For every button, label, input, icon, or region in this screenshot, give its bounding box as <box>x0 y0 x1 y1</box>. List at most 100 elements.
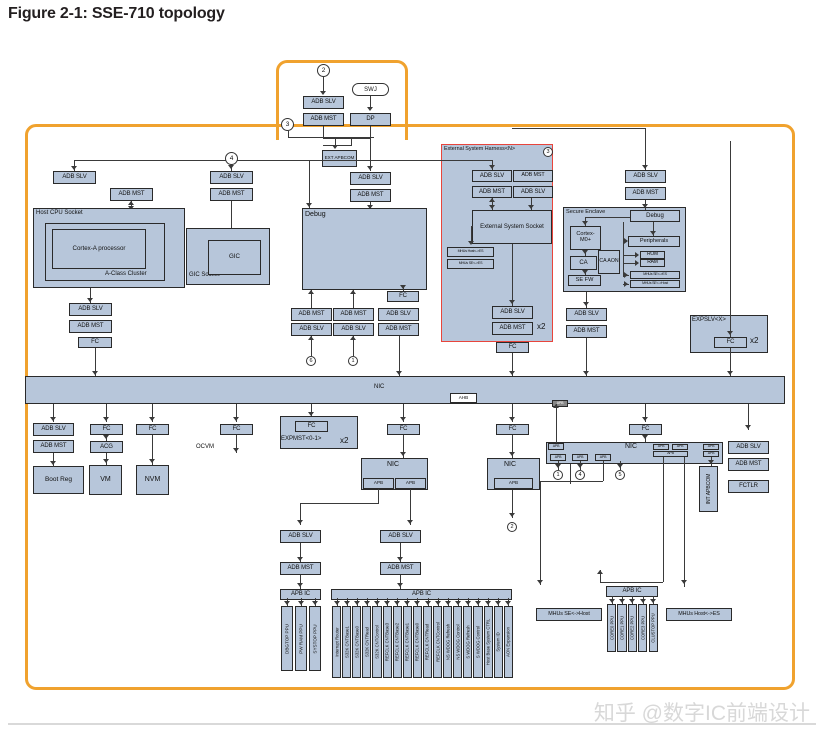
es-adb-slv-out: ADB SLV <box>492 306 533 319</box>
debug-block-label: Debug <box>305 211 326 218</box>
ppu-left-box-0: DBGTOP PPU <box>281 606 293 671</box>
es-adb-mst-2: ADB MST <box>472 186 512 198</box>
mhu-se-es-harness: MHUs SE<->ES <box>447 259 494 269</box>
main-nic-label: NIC <box>374 384 385 390</box>
right-nic-apb-p8: APB <box>703 451 719 457</box>
ext-apbcom-block: EXT APBCOM <box>322 150 357 167</box>
se-adb-mst-out: ADB MST <box>566 325 607 338</box>
fc-host-down: FC <box>78 337 112 348</box>
right-nic-label: NIC <box>625 443 638 450</box>
periph-box-15: Host Base System CTRL <box>483 606 493 678</box>
gic-block: GIC <box>208 240 261 275</box>
se-ca-aon: CA AON <box>598 250 620 274</box>
mid-nic-apb-2: APB <box>395 478 426 489</box>
periph-box-label: S32K CNTBase0 <box>354 626 360 658</box>
connector-circle-5-right: 5 <box>615 470 625 480</box>
se-debug: Debug <box>630 210 680 222</box>
periph-box-5: REFCLK CNTBase3 <box>382 606 392 678</box>
right-nic-apb-top: APB <box>548 443 564 450</box>
se-rom: ROM <box>640 251 665 259</box>
expmst-fc: FC <box>295 421 328 432</box>
core-ppu-box-0: CORE0 PPU <box>607 604 617 652</box>
cortex-a-processor: Cortex-A processor <box>52 229 146 269</box>
periph-box-16: System ID <box>493 606 503 678</box>
core-ppu-box-4: CLUSTOP PPU <box>648 604 658 652</box>
periph-box-label: AON Expansion <box>505 627 511 657</box>
mhu-host-es-bottom: MHUs Host<->ES <box>666 608 732 621</box>
right-nic-apb-p3: APB <box>595 454 611 461</box>
periph-box-label: NS WDOG Control <box>455 624 461 660</box>
right-nic-apb-p1: APB <box>550 454 566 461</box>
adb-slv-debug-a: ADB SLV <box>291 323 332 336</box>
adb-mst-host-left: ADB MST <box>110 188 153 201</box>
se-mhu-se-host: MHUs SE<->Host <box>630 280 680 288</box>
vm-acg: ACG <box>90 441 123 453</box>
ppu-left-box-label: PW RAM PPU <box>298 623 304 654</box>
a-class-cluster-label: A-Class Cluster <box>105 271 147 277</box>
periph-box-9: REFCLK CNTRead <box>422 606 433 678</box>
expslv-fc: FC <box>714 337 747 348</box>
periph-box-10: REFCLK CNTControl <box>433 606 443 678</box>
adb-mst-host-down: ADB MST <box>69 320 112 333</box>
core-apb-ic: APB IC <box>606 586 658 597</box>
periph-box-label: S32K CNTRead <box>364 626 370 658</box>
boot-adb-mst: ADB MST <box>33 440 74 453</box>
core-ppu-box-3: CORE3 PPU <box>638 604 648 652</box>
periph-box-0: Interrupt Router <box>332 606 342 678</box>
fctlr-adb-mst: ADB MST <box>728 458 769 471</box>
periph-box-label: Interrupt Router <box>334 627 340 657</box>
es-adb-slv-2: ADB SLV <box>513 186 553 198</box>
mhu-host-es-harness: MHUs Host<->ES <box>447 247 494 257</box>
expmst-multiplier: x2 <box>340 436 349 445</box>
periph-box-1: S32K CNTBase1 <box>342 606 352 678</box>
adb-mst-top: ADB MST <box>303 113 344 126</box>
vm-fc: FC <box>90 424 123 435</box>
core-ppu-box-label: CORE0 PPU <box>609 615 615 641</box>
expslv-multiplier: x2 <box>750 336 759 345</box>
right-nic-apb-p7: APB <box>653 451 688 457</box>
page-title: Figure 2-1: SSE-710 topology <box>8 5 225 22</box>
periph-box-8: REFCLK CNTBase0 <box>412 606 422 678</box>
ppu-left-box-label: SYSTOP PPU <box>312 623 318 654</box>
periph-box-6: REFCLK CNTBase2 <box>392 606 402 678</box>
left-apb-adb-mst: ADB MST <box>280 562 321 575</box>
adb-slv-gic: ADB SLV <box>210 171 253 184</box>
periph-box-label: REFCLK CNTBase0 <box>414 622 420 662</box>
vm-block: VM <box>89 465 122 495</box>
se-peripherals: Peripherals <box>628 236 680 247</box>
left-apb-ic: APB IC <box>280 589 321 600</box>
periph-box-label: Host Base System CTRL <box>485 618 491 666</box>
expslv-label: EXPSLV<X> <box>692 317 726 323</box>
adb-mst-gic: ADB MST <box>210 188 253 201</box>
adb-mst-debug-in: ADB MST <box>350 189 391 202</box>
fc-es-out: FC <box>496 342 529 353</box>
es-adb-slv-1: ADB SLV <box>472 170 512 182</box>
boot-reg: Boot Reg <box>33 466 84 494</box>
left-apb-adb-slv: ADB SLV <box>280 530 321 543</box>
right-nic-apb-p4: APB <box>653 444 669 450</box>
adb-slv-host-down: ADB SLV <box>69 303 112 316</box>
external-system-socket: External System Socket <box>472 210 552 244</box>
fctlr-adb-slv: ADB SLV <box>728 441 769 454</box>
periph-box-label: REFCLK CNTBase2 <box>394 622 400 662</box>
main-nic <box>25 376 785 404</box>
ppu-left-box-1: PW RAM PPU <box>295 606 307 671</box>
adb-mst-debug-a: ADB MST <box>291 308 332 321</box>
fc-debug-out: FC <box>387 291 419 302</box>
connector-circle-4: 4 <box>225 152 238 165</box>
periph-box-label: System ID <box>495 632 501 652</box>
main-nic-apb-badge-right: APB <box>552 400 568 407</box>
se-ram: RAM <box>640 259 665 267</box>
adb-slv-host-left: ADB SLV <box>53 171 96 184</box>
nvm-block: NVM <box>136 465 169 495</box>
right-nic-apb-p6: APB <box>703 444 719 450</box>
host-cpu-socket-label: Host CPU Socket <box>36 210 83 216</box>
periph-box-4: S32K CNTControl <box>372 606 382 678</box>
se-fw: SE FW <box>568 275 601 286</box>
external-system-multiplier: x2 <box>537 322 546 331</box>
connector-circle-3-harness: 3 <box>543 147 553 157</box>
mid-apb-adb-mst: ADB MST <box>380 562 421 575</box>
mhu-se-host-bottom: MHUs SE<->Host <box>536 608 602 621</box>
periph-box-17: AON Expansion <box>503 606 513 678</box>
